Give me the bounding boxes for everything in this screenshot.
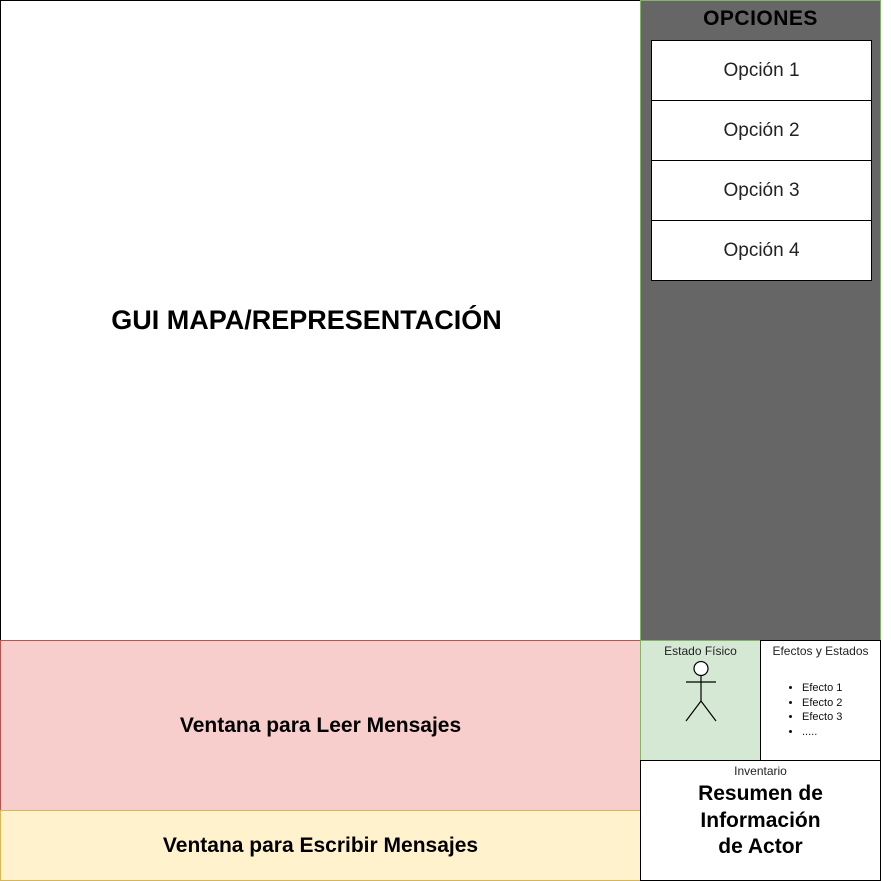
effect-item: Efecto 1 xyxy=(802,681,842,696)
map-title: GUI MAPA/REPRESENTACIÓN xyxy=(111,305,502,335)
effect-item: ..... xyxy=(802,725,842,740)
option-1-button[interactable]: Opción 1 xyxy=(651,40,872,101)
write-messages-label: Ventana para Escribir Mensajes xyxy=(162,833,479,857)
actor-summary-line: Resumen de xyxy=(698,782,823,805)
stick-figure-icon xyxy=(685,661,717,722)
effects-title: Efectos y Estados xyxy=(772,644,869,658)
effect-item: Efecto 2 xyxy=(802,696,842,711)
inventory-panel: Inventario Resumen de Información de Act… xyxy=(640,760,881,881)
options-panel: OPCIONES Opción 1 Opción 2 Opción 3 Opci… xyxy=(640,0,881,641)
option-3-button[interactable]: Opción 3 xyxy=(651,160,872,221)
inventory-title: Inventario xyxy=(734,764,787,778)
options-title: OPCIONES xyxy=(703,7,818,30)
physical-state-title: Estado Físico xyxy=(664,644,737,658)
option-4-button[interactable]: Opción 4 xyxy=(651,220,872,281)
actor-summary: Resumen de Información de Actor xyxy=(641,781,880,861)
actor-summary-line: de Actor xyxy=(718,835,803,858)
physical-state-panel: Estado Físico xyxy=(640,640,761,761)
read-messages-label: Ventana para Leer Mensajes xyxy=(179,713,462,737)
map-area[interactable]: GUI MAPA/REPRESENTACIÓN xyxy=(0,0,641,641)
read-messages-window: Ventana para Leer Mensajes xyxy=(0,640,641,811)
effect-item: Efecto 3 xyxy=(802,710,842,725)
option-2-button[interactable]: Opción 2 xyxy=(651,100,872,161)
effects-panel: Efectos y Estados Efecto 1 Efecto 2 Efec… xyxy=(760,640,881,761)
effects-list: Efecto 1 Efecto 2 Efecto 3 ..... xyxy=(761,681,842,739)
write-messages-window[interactable]: Ventana para Escribir Mensajes xyxy=(0,810,641,881)
actor-summary-line: Información xyxy=(700,808,821,832)
